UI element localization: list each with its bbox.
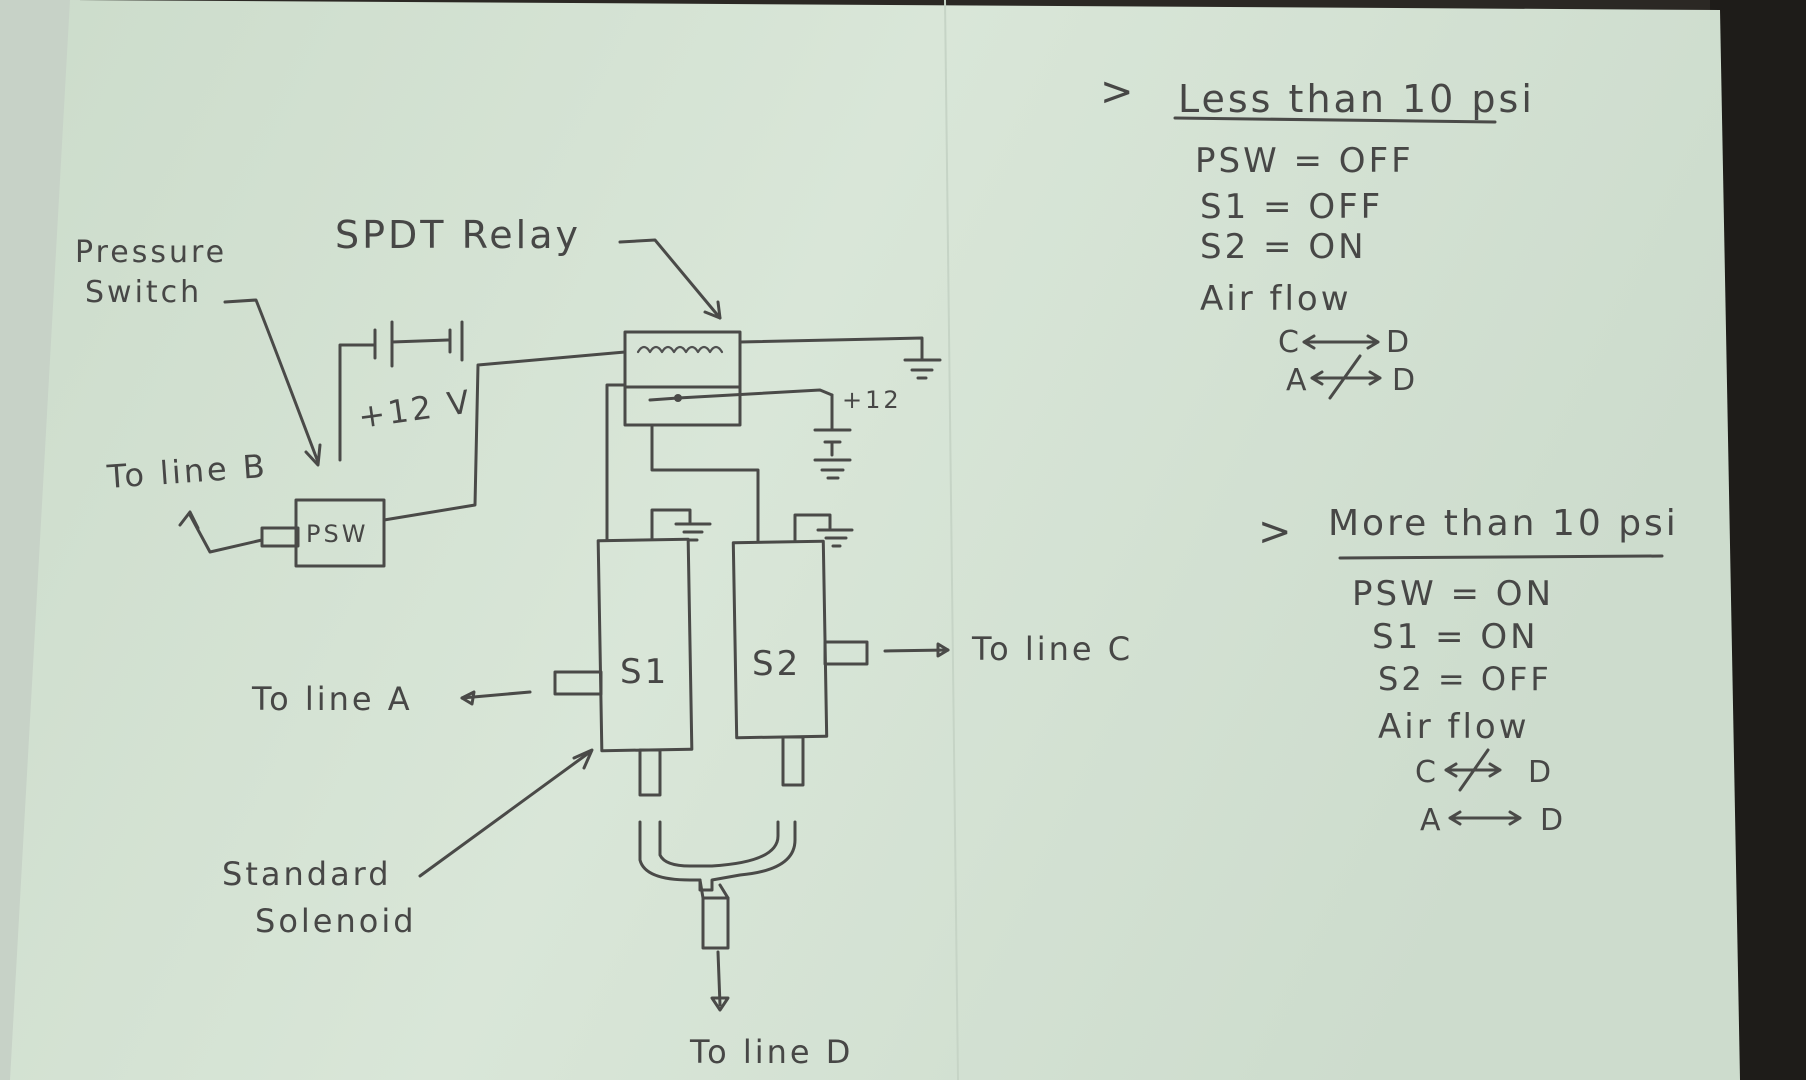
less-than-line-1: PSW = OFF — [1195, 141, 1414, 181]
paper-sheet — [10, 0, 1740, 1080]
more-than-airflow-label: Air flow — [1378, 707, 1530, 747]
mt-flow-1-to: D — [1528, 755, 1554, 790]
psw-box — [294, 498, 386, 568]
mt-flow-2-from: A — [1420, 803, 1444, 838]
more-than-line-1: PSW = ON — [1352, 574, 1554, 614]
line-c-arrow — [936, 642, 950, 658]
less-than-heading: Less than 10 psi — [1178, 77, 1535, 121]
mt-flow-1-from: C — [1415, 755, 1439, 790]
mt-flow-2-to: D — [1540, 803, 1566, 838]
spdt-relay-label: SPDT Relay — [335, 213, 581, 257]
s1-label: S1 — [620, 652, 669, 692]
ground-icon-relay — [903, 358, 942, 380]
lt-flow-1-from: C — [1278, 325, 1302, 360]
manifold-outlet — [701, 896, 730, 950]
relay-pointer — [618, 238, 722, 320]
pressure-switch-label-1: Pressure — [75, 235, 227, 270]
relay-coil — [636, 345, 724, 354]
lt-flow-1-arrow — [1302, 334, 1380, 350]
line-d-wire — [716, 950, 722, 1007]
pressure-switch-pointer — [223, 298, 320, 464]
ground-icon-s1 — [650, 508, 712, 542]
more-than-heading: More than 10 psi — [1328, 503, 1679, 544]
lt-flow-2-to: D — [1392, 363, 1418, 398]
line-b-arrow — [178, 510, 200, 530]
relay-lower — [623, 385, 742, 427]
more-than-line-2: S1 = ON — [1372, 617, 1539, 657]
paper-fold — [944, 0, 959, 1080]
relay-s1-wire — [605, 383, 627, 542]
solenoid-arrowhead — [572, 748, 594, 770]
notes-more-than: > More than 10 psi PSW = ON S1 = ON S2 =… — [1258, 503, 1679, 838]
circuit-wiring — [178, 238, 950, 1012]
lt-flow-1-to: D — [1386, 325, 1412, 360]
psw-port — [260, 526, 300, 548]
to-line-d-label: To line D — [689, 1033, 853, 1071]
to-line-c-label: To line C — [971, 630, 1133, 668]
relay-supply-icon — [813, 393, 852, 480]
mt-flow-2-arrow — [1448, 810, 1522, 826]
psw-label: PSW — [306, 520, 368, 548]
to-line-a-label: To line A — [251, 680, 413, 718]
relay-switch-arm — [648, 388, 834, 402]
battery-icon — [373, 320, 464, 368]
less-than-bullet: > — [1100, 69, 1137, 115]
s2-port-c — [823, 640, 869, 666]
ground-icon-s2 — [793, 513, 854, 548]
notes-less-than: > Less than 10 psi PSW = OFF S1 = OFF S2… — [1100, 69, 1535, 400]
less-than-underline — [1173, 116, 1497, 124]
s1-port-a — [553, 670, 603, 696]
relay-pivot — [674, 394, 682, 402]
line-d-arrow — [710, 996, 730, 1012]
more-than-underline — [1338, 554, 1664, 560]
manifold-neck — [698, 878, 730, 900]
more-than-bullet: > — [1258, 509, 1295, 555]
relay-arrowhead — [703, 300, 722, 320]
lt-flow-2-from: A — [1286, 363, 1310, 398]
psw-relay-wire — [382, 350, 627, 522]
relay-supply-label: +12 — [842, 386, 902, 414]
relay-ground-wire — [738, 336, 924, 362]
relay-s2-wire — [650, 423, 760, 544]
battery-lead — [338, 343, 377, 462]
more-than-line-3: S2 = OFF — [1378, 660, 1552, 698]
less-than-airflow-label: Air flow — [1200, 279, 1352, 319]
relay-box — [623, 330, 742, 389]
manifold-inner — [658, 820, 780, 868]
lt-flow-2-blocked-arrow — [1310, 354, 1382, 400]
s1-port-bottom — [638, 748, 662, 797]
standard-solenoid-label-2: Solenoid — [255, 902, 417, 940]
pressure-switch-arrowhead — [304, 443, 322, 467]
mt-flow-1-blocked-arrow — [1444, 748, 1502, 792]
pressure-switch-label-2: Switch — [85, 275, 202, 310]
s2-port-bottom — [781, 735, 805, 787]
line-a-arrow — [460, 690, 476, 706]
manifold-outer — [638, 820, 797, 892]
s2-label: S2 — [752, 644, 801, 684]
standard-solenoid-label-1: Standard — [222, 855, 392, 893]
less-than-line-3: S2 = ON — [1200, 227, 1367, 267]
less-than-line-2: S1 = OFF — [1200, 187, 1383, 227]
solenoid-pointer — [418, 750, 592, 878]
